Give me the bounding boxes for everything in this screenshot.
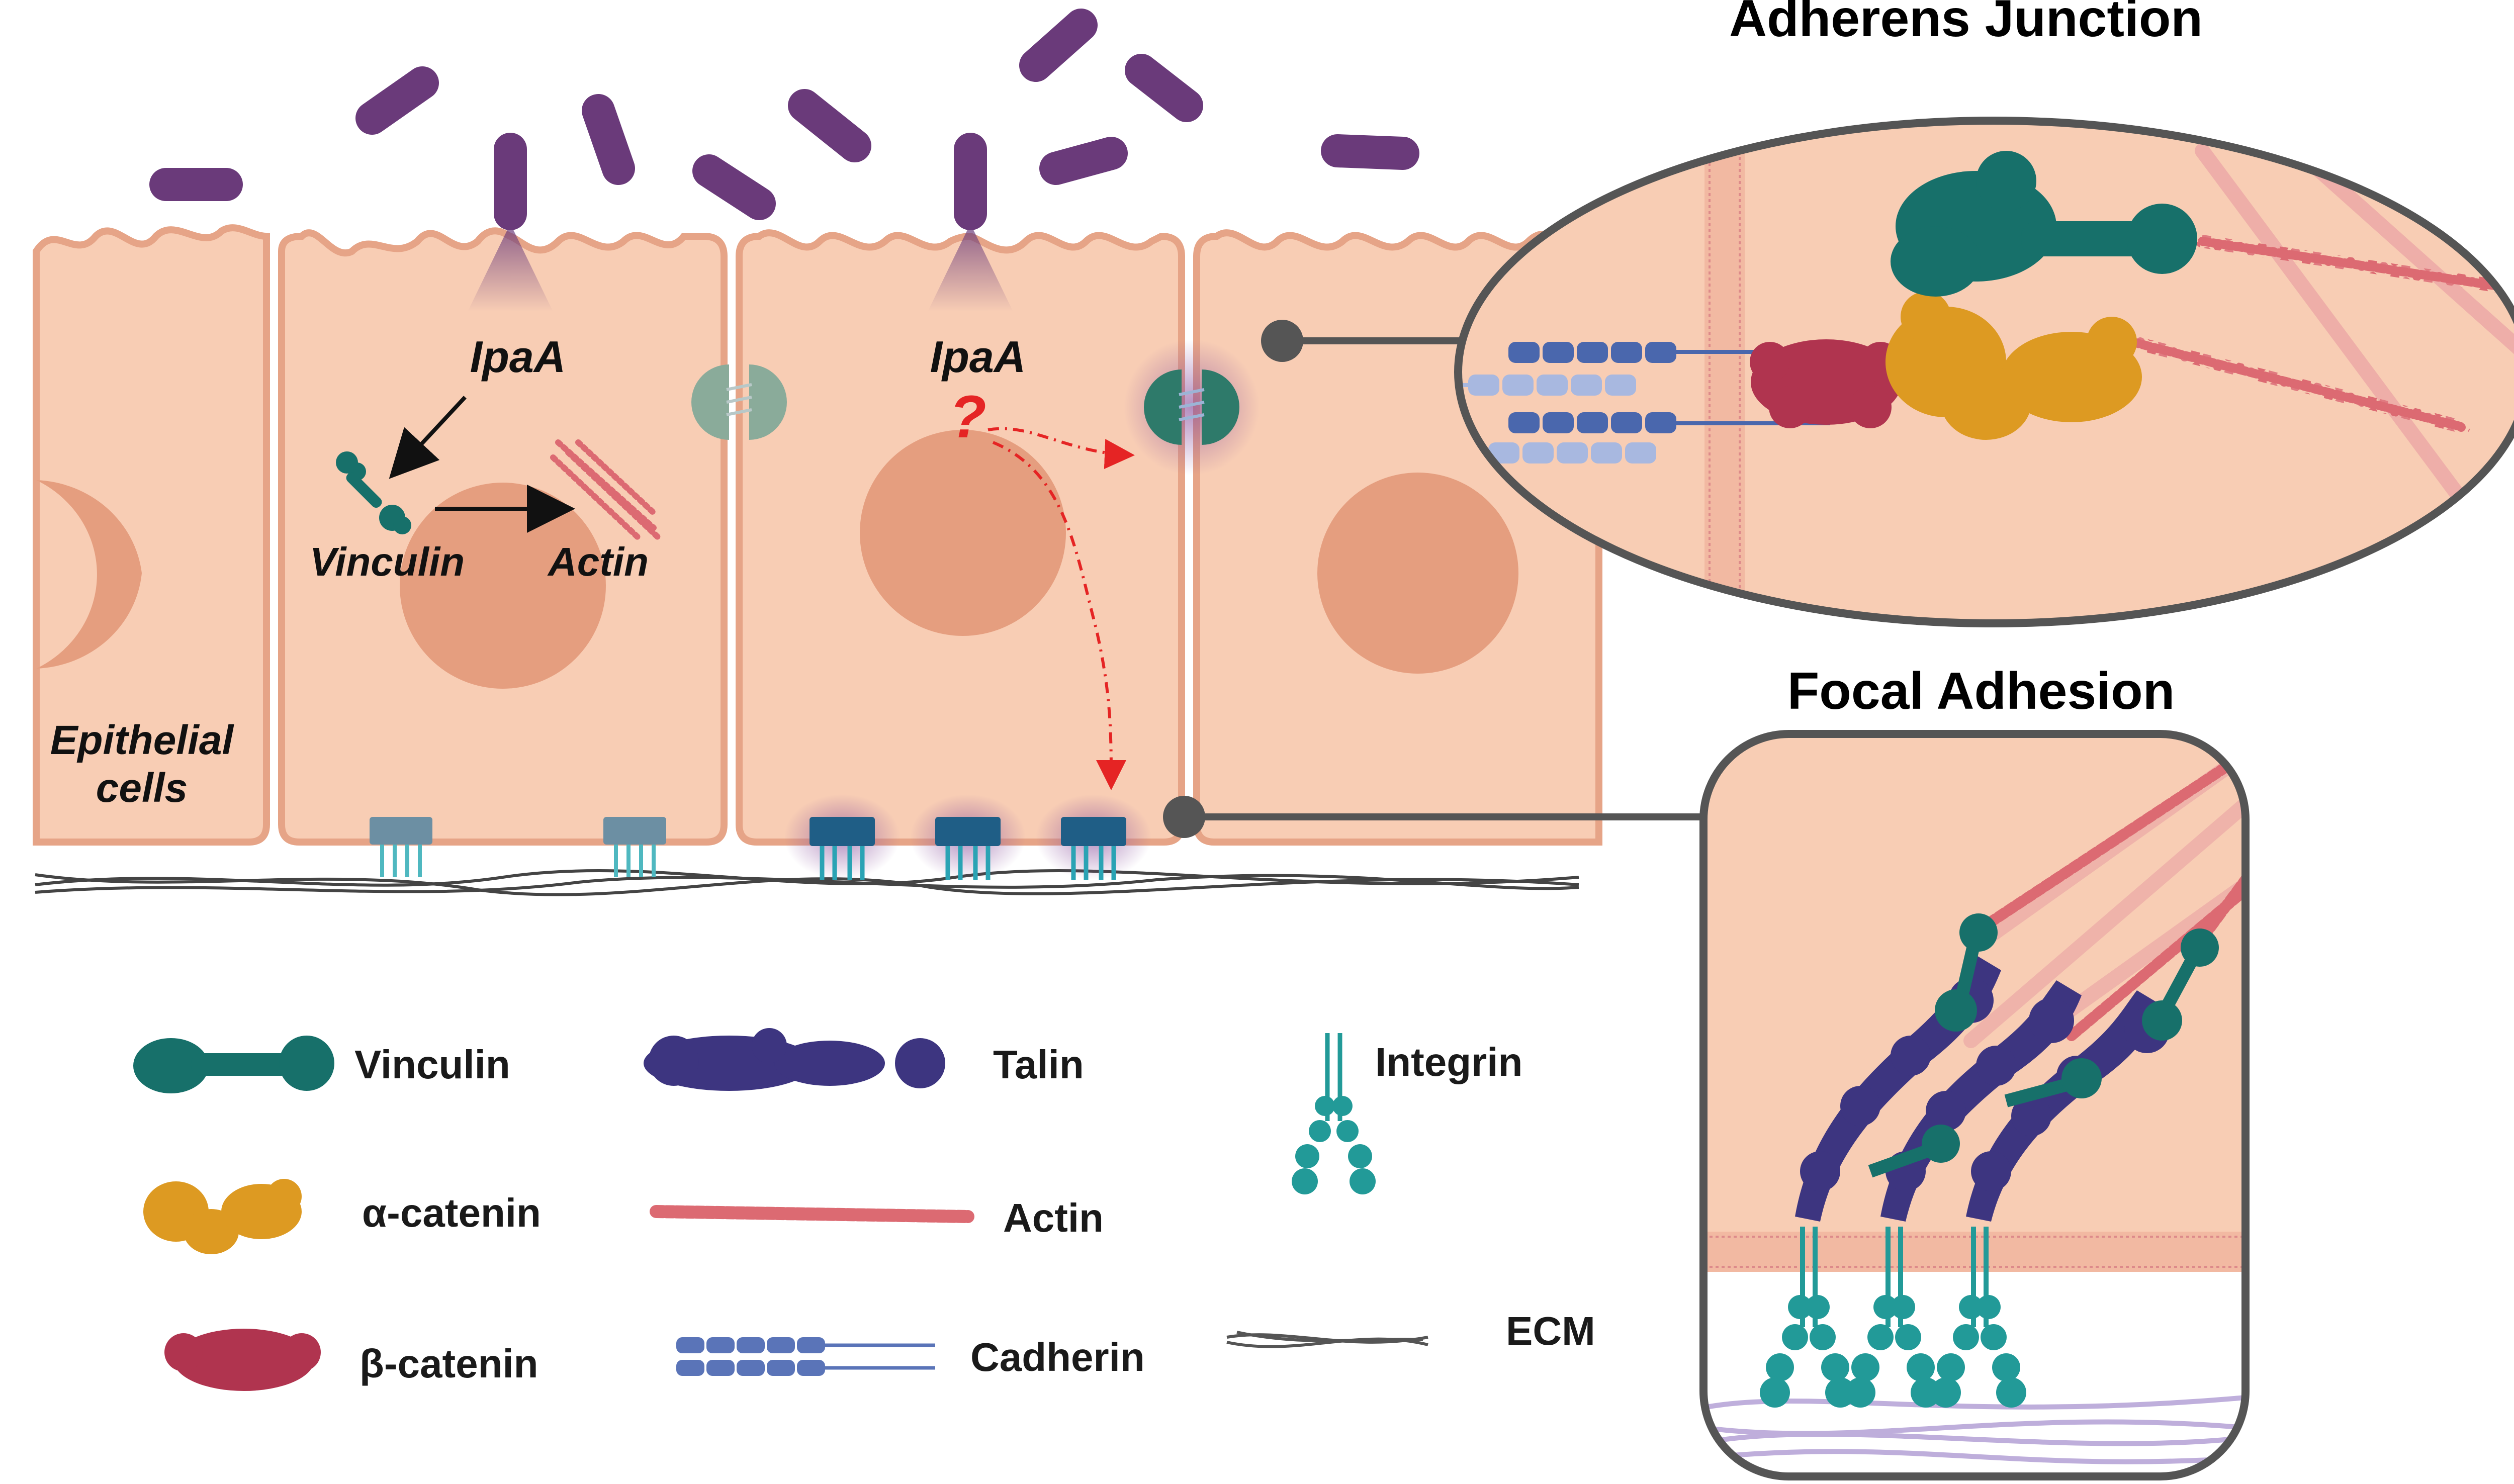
legend-ecm-glyph <box>1226 1331 1428 1348</box>
vinculin-label: Vinculin <box>310 539 465 584</box>
focal-adhesion-panel <box>1699 730 2250 1480</box>
ipaa-to-vinculin-arrow <box>389 396 467 479</box>
legend-integrin-label: Integrin <box>1375 1040 1522 1084</box>
epithelial-cell-1 <box>33 224 270 846</box>
adherens-junction-pointer <box>1261 320 1303 362</box>
junction-symbol-activated <box>1124 339 1260 475</box>
nucleus <box>1317 473 1518 674</box>
ipaa-injection-cone <box>468 224 553 312</box>
cadherin-zoom <box>1458 342 1830 463</box>
bacterium <box>355 66 439 135</box>
bacterium <box>1039 137 1128 185</box>
legend-talin-label: Talin <box>993 1042 1084 1087</box>
epithelial-cells-label-line1: Epithelial <box>50 717 235 763</box>
vinculin-icon-small <box>336 451 411 534</box>
bacterium <box>1019 9 1098 82</box>
bacterium <box>1125 54 1203 122</box>
integrin-zoom <box>1760 1227 2026 1408</box>
ipaa-label: IpaA <box>930 332 1026 382</box>
junction-symbol-inactive <box>691 364 787 440</box>
legend: Vinculin Talin Integrin α-catenin <box>133 1028 1595 1391</box>
legend-ecm-label: ECM <box>1506 1309 1595 1353</box>
legend-actin-glyph <box>650 1205 974 1223</box>
ecm-fibers <box>35 869 1579 896</box>
alpha-catenin-zoom <box>1886 292 2142 440</box>
cell3-pathway: IpaA ? <box>930 332 1135 790</box>
legend-alpha-catenin-glyph <box>143 1179 302 1254</box>
zoom-connectors <box>1184 337 1703 820</box>
legend-vinculin-glyph <box>133 1036 334 1093</box>
vinculin-zoom <box>1891 151 2197 297</box>
bacterium <box>788 89 871 162</box>
integrin-cluster-activated <box>910 794 1026 880</box>
cell2-pathway: IpaA Vinculin Actin <box>310 332 662 584</box>
legend-cadherin-glyph <box>676 1337 935 1376</box>
actin-icon-small <box>550 439 662 541</box>
nucleus <box>400 483 606 689</box>
bacterium <box>692 154 776 220</box>
focal-adhesion-pointer <box>1163 796 1205 838</box>
bacterium <box>1321 134 1419 170</box>
adherens-junction-title: Adherens Junction <box>1729 0 2203 48</box>
bacterium <box>582 94 635 185</box>
ipaa-label: IpaA <box>470 332 566 382</box>
legend-beta-catenin-glyph <box>164 1329 321 1391</box>
epithelial-cell-layer <box>33 224 1602 846</box>
integrin-cluster-inactive <box>370 817 432 877</box>
nucleus <box>860 430 1066 636</box>
integrin-cluster-inactive <box>603 817 666 877</box>
legend-cadherin-label: Cadherin <box>970 1335 1145 1379</box>
legend-beta-catenin-label: β-catenin <box>360 1341 538 1386</box>
to-integrin-dashed-arrow <box>992 441 1126 790</box>
ipaa-injection-cone <box>928 224 1013 312</box>
adherens-junction-panel <box>1454 117 2514 627</box>
epithelial-cells-label-line2: cells <box>96 765 188 811</box>
question-mark: ? <box>949 383 986 450</box>
focal-adhesion-title: Focal Adhesion <box>1787 662 2175 720</box>
basal-integrins <box>370 794 1151 880</box>
actin-label: Actin <box>547 539 649 584</box>
legend-talin-glyph <box>644 1028 945 1091</box>
shigella-bacteria <box>149 9 1419 230</box>
integrin-cluster-activated <box>784 794 900 880</box>
nucleus <box>36 480 142 669</box>
legend-actin-label: Actin <box>1003 1195 1104 1240</box>
legend-vinculin-label: Vinculin <box>354 1042 510 1087</box>
beta-catenin-zoom <box>1750 339 1902 428</box>
integrin-cluster-activated <box>1036 794 1151 880</box>
vinculin-zoom-fa <box>1868 913 2219 1178</box>
legend-alpha-catenin-label: α-catenin <box>362 1190 541 1235</box>
legend-integrin-glyph <box>1292 1033 1376 1194</box>
